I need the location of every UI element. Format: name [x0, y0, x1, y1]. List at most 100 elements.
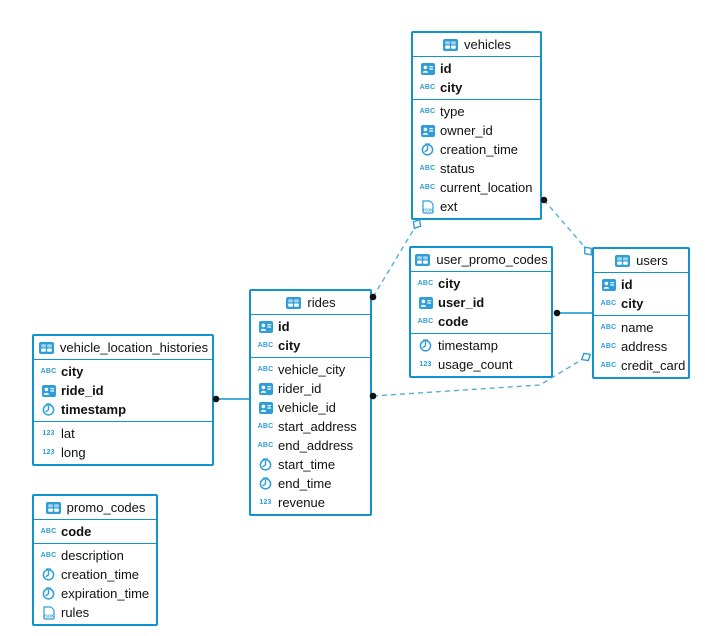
- field-label: ride_id: [61, 383, 104, 398]
- table-header: user_promo_codes: [411, 248, 551, 272]
- string-icon: ABC: [419, 184, 436, 191]
- field-label: long: [61, 445, 86, 460]
- field-row-city: ABC city: [411, 274, 551, 293]
- uuid-icon: [257, 401, 274, 414]
- string-icon-glyph: ABC: [600, 324, 617, 331]
- string-icon-glyph: ABC: [40, 528, 57, 535]
- table-header: promo_codes: [34, 496, 156, 520]
- connection-diamond: [580, 352, 592, 362]
- string-icon-glyph: ABC: [257, 342, 274, 349]
- string-icon-glyph: ABC: [600, 300, 617, 307]
- string-icon-glyph: ABC: [40, 552, 57, 559]
- connection-diamond: [583, 246, 593, 256]
- table-header: rides: [251, 291, 370, 315]
- field-row-start_address: ABC start_address: [251, 417, 370, 436]
- primary-key-section: ABC code: [34, 520, 156, 544]
- field-label: timestamp: [61, 402, 127, 417]
- field-label: address: [621, 339, 668, 354]
- table-title: user_promo_codes: [436, 252, 548, 267]
- field-row-end_time: end_time: [251, 474, 370, 493]
- field-label: end_address: [278, 438, 354, 453]
- field-row-status: ABC status: [413, 159, 540, 178]
- table-icon: [38, 341, 55, 354]
- uuid-icon: [417, 296, 434, 309]
- field-label: city: [440, 80, 463, 95]
- string-icon: ABC: [417, 280, 434, 287]
- table-title: promo_codes: [66, 500, 146, 515]
- timestamp-icon: [257, 477, 274, 490]
- field-label: start_time: [278, 457, 336, 472]
- field-row-address: ABC address: [594, 337, 688, 356]
- field-label: code: [61, 524, 92, 539]
- field-label: lat: [61, 426, 75, 441]
- table-icon: [285, 296, 302, 309]
- string-icon: ABC: [40, 528, 57, 535]
- field-label: id: [278, 319, 290, 334]
- string-icon-glyph: ABC: [257, 423, 274, 430]
- relationship-vehicles-users: [543, 199, 589, 252]
- field-row-current_location: ABC current_location: [413, 178, 540, 197]
- field-label: status: [440, 161, 475, 176]
- table-header: users: [594, 249, 688, 273]
- field-row-creation_time: creation_time: [413, 140, 540, 159]
- field-label: name: [621, 320, 654, 335]
- table-title: rides: [307, 295, 336, 310]
- field-row-timestamp: timestamp: [34, 400, 212, 419]
- string-icon: ABC: [40, 552, 57, 559]
- string-icon-glyph: ABC: [417, 280, 434, 287]
- string-icon: ABC: [600, 324, 617, 331]
- field-label: start_address: [278, 419, 357, 434]
- string-icon-glyph: ABC: [419, 108, 436, 115]
- string-icon: ABC: [417, 318, 434, 325]
- field-label: ext: [440, 199, 458, 214]
- table-icon: [614, 254, 631, 267]
- number-icon-glyph: 123: [419, 361, 432, 368]
- field-label: current_location: [440, 180, 533, 195]
- uuid-icon: [257, 382, 274, 395]
- field-label: city: [438, 276, 461, 291]
- string-icon-glyph: ABC: [419, 84, 436, 91]
- string-icon: ABC: [257, 366, 274, 373]
- string-icon-glyph: ABC: [600, 343, 617, 350]
- field-row-vehicle_id: vehicle_id: [251, 398, 370, 417]
- string-icon: ABC: [600, 362, 617, 369]
- field-label: end_time: [278, 476, 332, 491]
- timestamp-icon: [40, 403, 57, 416]
- table-icon: [442, 38, 459, 51]
- uuid-icon: [257, 320, 274, 333]
- field-label: vehicle_id: [278, 400, 336, 415]
- svg-text:JSON: JSON: [43, 613, 54, 618]
- field-row-start_time: start_time: [251, 455, 370, 474]
- json-icon: JSON: [40, 605, 57, 620]
- field-label: creation_time: [61, 567, 140, 582]
- field-row-owner_id: owner_id: [413, 121, 540, 140]
- timestamp-icon: [40, 568, 57, 581]
- string-icon: ABC: [419, 165, 436, 172]
- field-row-id: id: [594, 275, 688, 294]
- field-row-timestamp: timestamp: [411, 336, 551, 355]
